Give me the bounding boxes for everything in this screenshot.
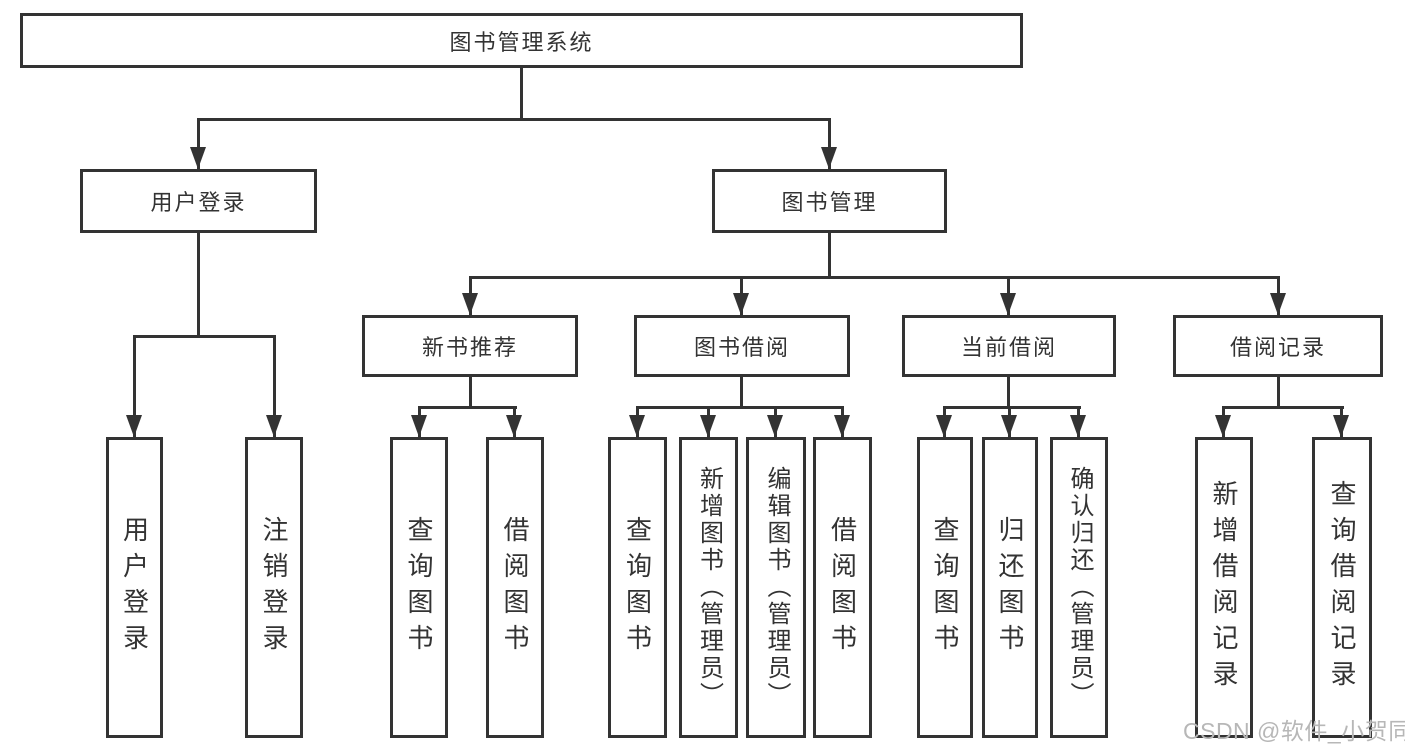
node-label: 查询借阅记录 — [1327, 479, 1357, 696]
arrow-down-icon — [1070, 415, 1086, 437]
node-label: 注销登录 — [259, 515, 289, 660]
arrow-down-icon — [821, 147, 837, 169]
connector-line — [636, 406, 844, 409]
node-borrowing-records: 借阅记录 — [1173, 315, 1383, 377]
node-leaf-borrow-books-recommend: 借阅图书 — [486, 437, 544, 738]
arrow-down-icon — [126, 415, 142, 437]
node-label: 当前借阅 — [960, 335, 1057, 360]
csdn-watermark: CSDN @软件_小贺同学 — [1183, 718, 1405, 744]
node-leaf-confirm-return-admin: 确认归还（管理员） — [1050, 437, 1108, 738]
connector-line — [469, 377, 472, 406]
node-leaf-return-books: 归还图书 — [982, 437, 1038, 738]
node-leaf-borrow-books: 借阅图书 — [813, 437, 872, 738]
connector-line — [418, 406, 517, 409]
node-leaf-user-login: 用户登录 — [106, 437, 163, 738]
node-label: 新书推荐 — [421, 335, 518, 360]
connector-line — [469, 276, 1280, 279]
arrow-down-icon — [629, 415, 645, 437]
node-label: 新增借阅记录 — [1209, 479, 1239, 696]
arrow-down-icon — [936, 415, 952, 437]
connector-line — [740, 377, 743, 406]
node-label: 编辑图书（管理员） — [763, 466, 790, 709]
arrow-down-icon — [700, 415, 716, 437]
node-label: 归还图书 — [995, 515, 1025, 660]
node-label: 图书管理 — [781, 190, 878, 215]
node-label: 确认归还（管理员） — [1066, 466, 1093, 709]
arrow-down-icon — [266, 415, 282, 437]
arrow-down-icon — [834, 415, 850, 437]
connector-line — [1007, 377, 1010, 406]
arrow-down-icon — [411, 415, 427, 437]
arrow-down-icon — [1001, 415, 1017, 437]
node-leaf-query-books-current: 查询图书 — [917, 437, 973, 738]
connector-line — [828, 233, 831, 276]
node-leaf-query-borrow-record: 查询借阅记录 — [1312, 437, 1372, 738]
arrow-down-icon — [190, 147, 206, 169]
node-label: 查询图书 — [622, 515, 653, 660]
connector-line — [133, 335, 136, 437]
node-current-borrowing: 当前借阅 — [902, 315, 1116, 377]
connector-line — [1223, 406, 1344, 409]
node-label: 查询图书 — [930, 515, 960, 660]
node-label: 用户登录 — [119, 515, 150, 660]
arrow-down-icon — [462, 293, 478, 315]
arrow-down-icon — [1333, 415, 1349, 437]
connector-line — [197, 118, 200, 169]
node-book-borrowing: 图书借阅 — [634, 315, 850, 377]
arrow-down-icon — [1215, 415, 1231, 437]
connector-line — [273, 335, 276, 437]
node-leaf-add-borrow-record: 新增借阅记录 — [1195, 437, 1253, 738]
node-root: 图书管理系统 — [20, 13, 1023, 68]
node-user-login: 用户登录 — [80, 169, 317, 233]
node-label: 用户登录 — [150, 190, 247, 215]
connector-line — [828, 118, 831, 169]
connector-line — [197, 233, 200, 335]
node-leaf-logout: 注销登录 — [245, 437, 303, 738]
connector-line — [133, 335, 275, 338]
node-leaf-edit-books-admin: 编辑图书（管理员） — [746, 437, 806, 738]
node-new-book-recommend: 新书推荐 — [362, 315, 578, 377]
arrow-down-icon — [767, 415, 783, 437]
connector-line — [197, 118, 831, 121]
arrow-down-icon — [1270, 293, 1286, 315]
node-label: 借阅图书 — [827, 515, 858, 660]
connector-line — [944, 406, 1081, 409]
connector-line — [520, 68, 523, 118]
node-root-label: 图书管理系统 — [449, 29, 594, 55]
node-leaf-add-books-admin: 新增图书（管理员） — [679, 437, 738, 738]
arrow-down-icon — [733, 293, 749, 315]
arrow-down-icon — [506, 415, 522, 437]
node-label: 借阅图书 — [500, 515, 530, 660]
node-leaf-query-books-recommend: 查询图书 — [390, 437, 448, 738]
node-label: 图书借阅 — [693, 335, 790, 360]
node-book-management: 图书管理 — [712, 169, 947, 233]
node-label: 借阅记录 — [1229, 335, 1326, 360]
connector-line — [1277, 377, 1280, 406]
node-label: 新增图书（管理员） — [695, 466, 723, 709]
node-leaf-query-books-borrowing: 查询图书 — [608, 437, 667, 738]
node-label: 查询图书 — [404, 515, 434, 660]
arrow-down-icon — [1000, 293, 1016, 315]
